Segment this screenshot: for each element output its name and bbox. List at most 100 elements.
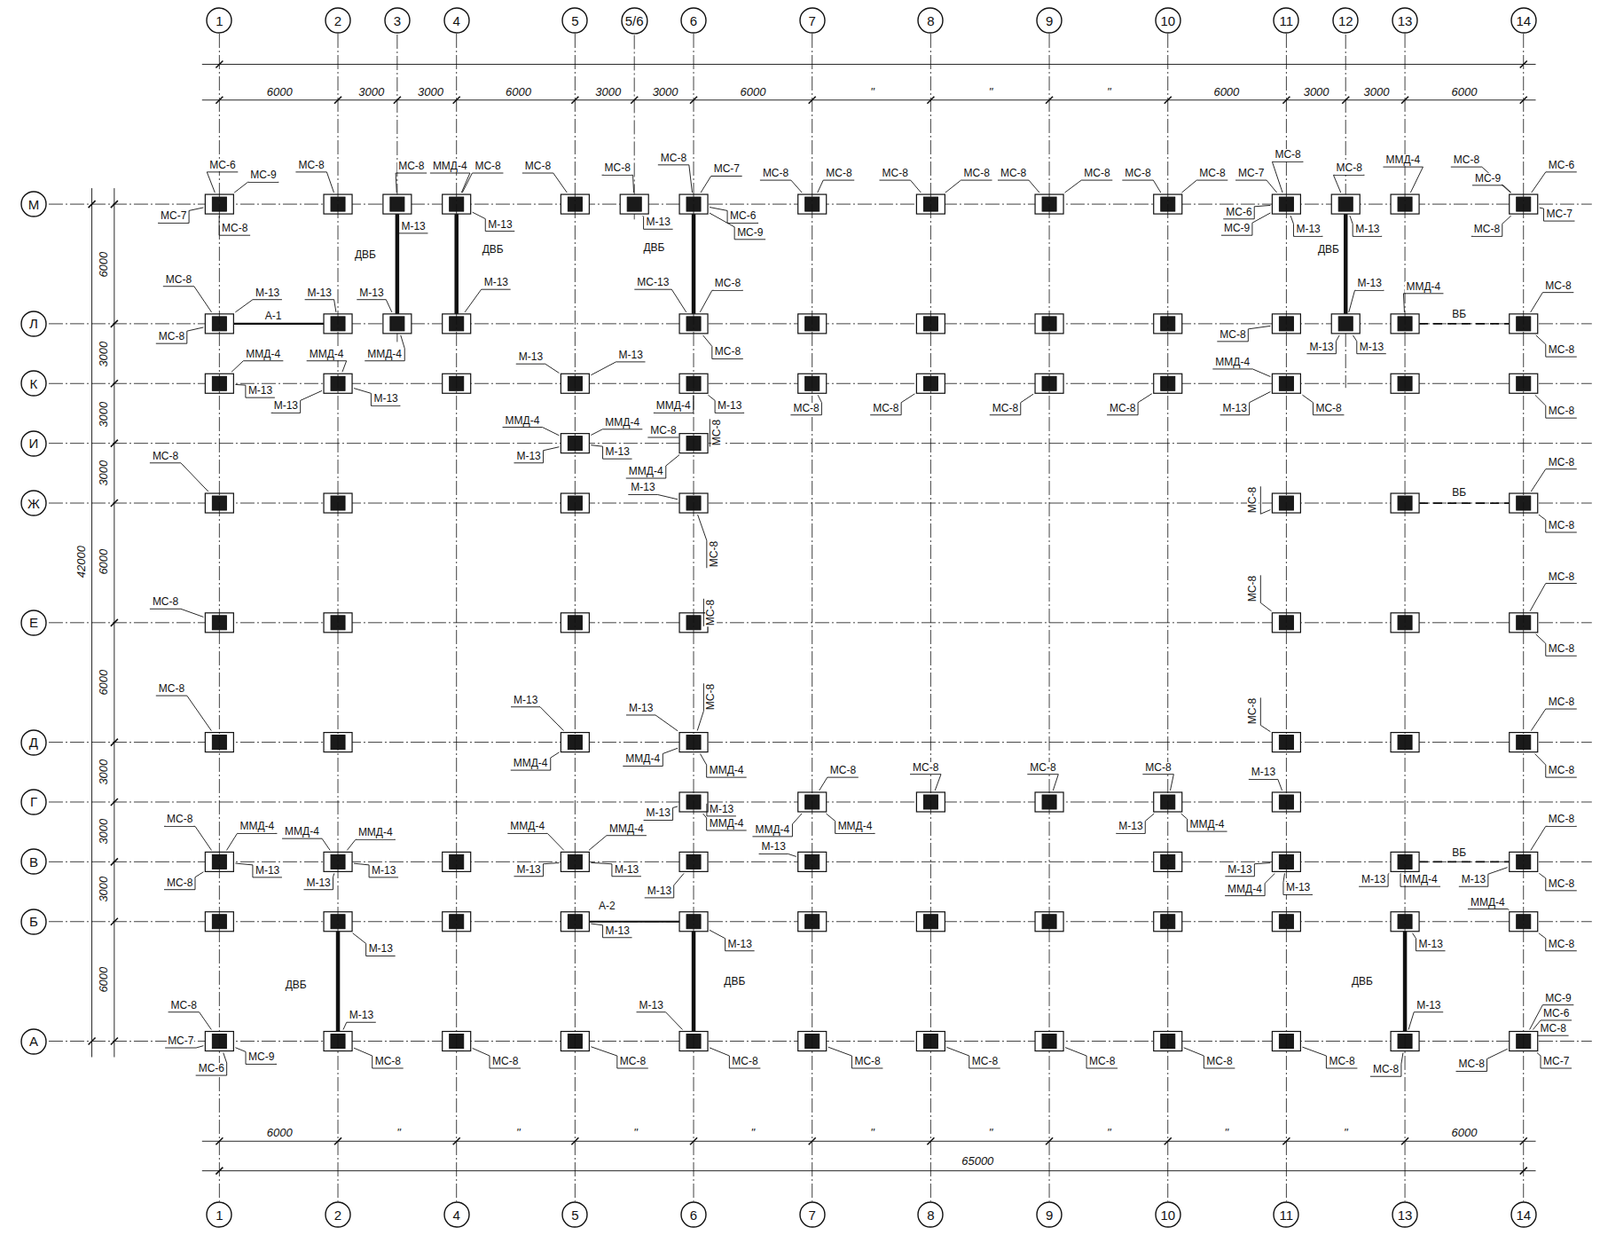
mark-label: МС-8: [659, 152, 688, 165]
mark-label: МС-8: [1218, 329, 1247, 341]
leader-line: [227, 832, 278, 850]
leader-line: [472, 211, 516, 231]
axis-circle-outline: [206, 1201, 232, 1227]
axis-circle-outline: [325, 1201, 351, 1227]
leader-line: [1530, 825, 1577, 850]
dimension-text: ": [515, 1126, 522, 1139]
mark-label: МС-8: [1547, 344, 1576, 356]
brace-label: ДВБ: [284, 979, 308, 991]
dimension-text: 65000: [960, 1154, 995, 1168]
mark-label: ММД-4: [1469, 896, 1506, 909]
mark-label: МС-8: [1108, 402, 1137, 415]
dimension-tick: [110, 798, 118, 806]
mark-label: МС-8: [1123, 167, 1152, 180]
axis-bubble: 5: [561, 7, 589, 34]
leader-line: [1248, 778, 1283, 791]
mark-label: МС-8: [1198, 167, 1226, 180]
axis-label: 11: [1279, 1207, 1295, 1222]
mark-label: МС-8: [1247, 574, 1259, 603]
axis-circle-outline: [1155, 1201, 1181, 1227]
mark-label: ММД-4: [708, 817, 746, 830]
column-section: [627, 196, 642, 212]
mark-label: ММД-4: [1189, 818, 1226, 831]
mark-label: МС-8: [1205, 1055, 1233, 1067]
leader-line: [1224, 872, 1275, 895]
mark-label: МС-6: [1224, 206, 1253, 219]
leader-line: [1184, 1047, 1236, 1068]
leader-line: [235, 384, 275, 398]
mark-label: М-13: [618, 349, 644, 361]
dimension-text: 6000: [97, 250, 110, 279]
mark-label: МС-8: [824, 167, 853, 180]
axis-bubble: 10: [1154, 1200, 1182, 1228]
leader-line: [1537, 1035, 1569, 1036]
axis-circle-outline: [1273, 7, 1299, 33]
leader-line: [627, 494, 678, 499]
leader-line: [709, 1047, 761, 1068]
mark-label: М-13: [629, 481, 656, 494]
leader-line: [156, 327, 204, 344]
axis-circle-outline: [21, 789, 47, 815]
leader-line: [1349, 215, 1382, 236]
axis-bubble: 4: [443, 1200, 471, 1228]
leader-line: [590, 445, 632, 459]
leader-line: [1535, 394, 1577, 418]
axis-label: 2: [334, 1207, 342, 1222]
axis-label: 5: [571, 1207, 579, 1222]
axis-label: Ж: [27, 496, 40, 510]
tie-beam: [1419, 322, 1510, 325]
leader-line: [1301, 394, 1344, 416]
mark-label: МС-8: [1547, 696, 1576, 708]
axis-bubble: 1: [205, 1200, 233, 1228]
leader-line: [1530, 292, 1575, 313]
mark-label: М-13: [1308, 341, 1334, 353]
leader-line: [699, 290, 744, 313]
axis-label: 7: [808, 1207, 816, 1222]
column-symbol: [383, 194, 412, 214]
mark-label: ММД-4: [431, 160, 469, 173]
mark-label: М-13: [483, 276, 510, 289]
leader-line: [1539, 207, 1576, 221]
mark-label: ММД-4: [1384, 154, 1421, 166]
mark-label: М-13: [1356, 277, 1382, 290]
leader-line: [909, 774, 942, 791]
leader-line: [634, 289, 686, 313]
leader-line: [647, 437, 679, 439]
axis-label: 9: [1045, 14, 1053, 28]
axis-bubble: Б: [20, 908, 48, 935]
leader-line: [759, 853, 797, 856]
leader-line: [1181, 180, 1228, 193]
mark-label: МС-9: [1223, 222, 1251, 235]
axis-circle-outline: [384, 7, 410, 33]
leader-line: [356, 299, 393, 313]
dimension-tick: [110, 379, 118, 387]
mark-label: МС-8: [220, 222, 249, 235]
column-base: [1331, 313, 1360, 334]
axis-circle-outline: [21, 729, 47, 755]
leader-line: [1400, 872, 1441, 887]
leader-line: [644, 872, 684, 898]
dimension-text: ": [1105, 86, 1113, 99]
leader-line: [653, 394, 694, 413]
mark-label: МС-8: [1547, 764, 1576, 777]
column-axis-line: [1167, 33, 1169, 1201]
mark-label: МС-6: [208, 159, 236, 172]
leader-line: [622, 747, 678, 766]
axis-label: В: [29, 854, 39, 869]
leader-line: [1260, 697, 1262, 725]
mark-label: М-13: [604, 446, 631, 458]
axis-label: 14: [1515, 1207, 1531, 1222]
mark-label: М-13: [1360, 873, 1387, 886]
dimension-text: 6000: [97, 547, 110, 575]
mark-label: ММД-4: [509, 820, 546, 832]
mark-label: МС-8: [1144, 761, 1172, 774]
mark-label: МС-8: [871, 402, 900, 415]
leader-line: [1027, 774, 1059, 791]
mark-label: М-13: [1285, 881, 1311, 894]
mark-label: МС-8: [1547, 519, 1576, 532]
axis-circle-outline: [1155, 7, 1181, 33]
tie-beam: [1419, 860, 1510, 863]
mark-label: М-13: [645, 807, 672, 819]
axis-label: Е: [29, 615, 39, 629]
bracing: [233, 213, 1509, 1031]
